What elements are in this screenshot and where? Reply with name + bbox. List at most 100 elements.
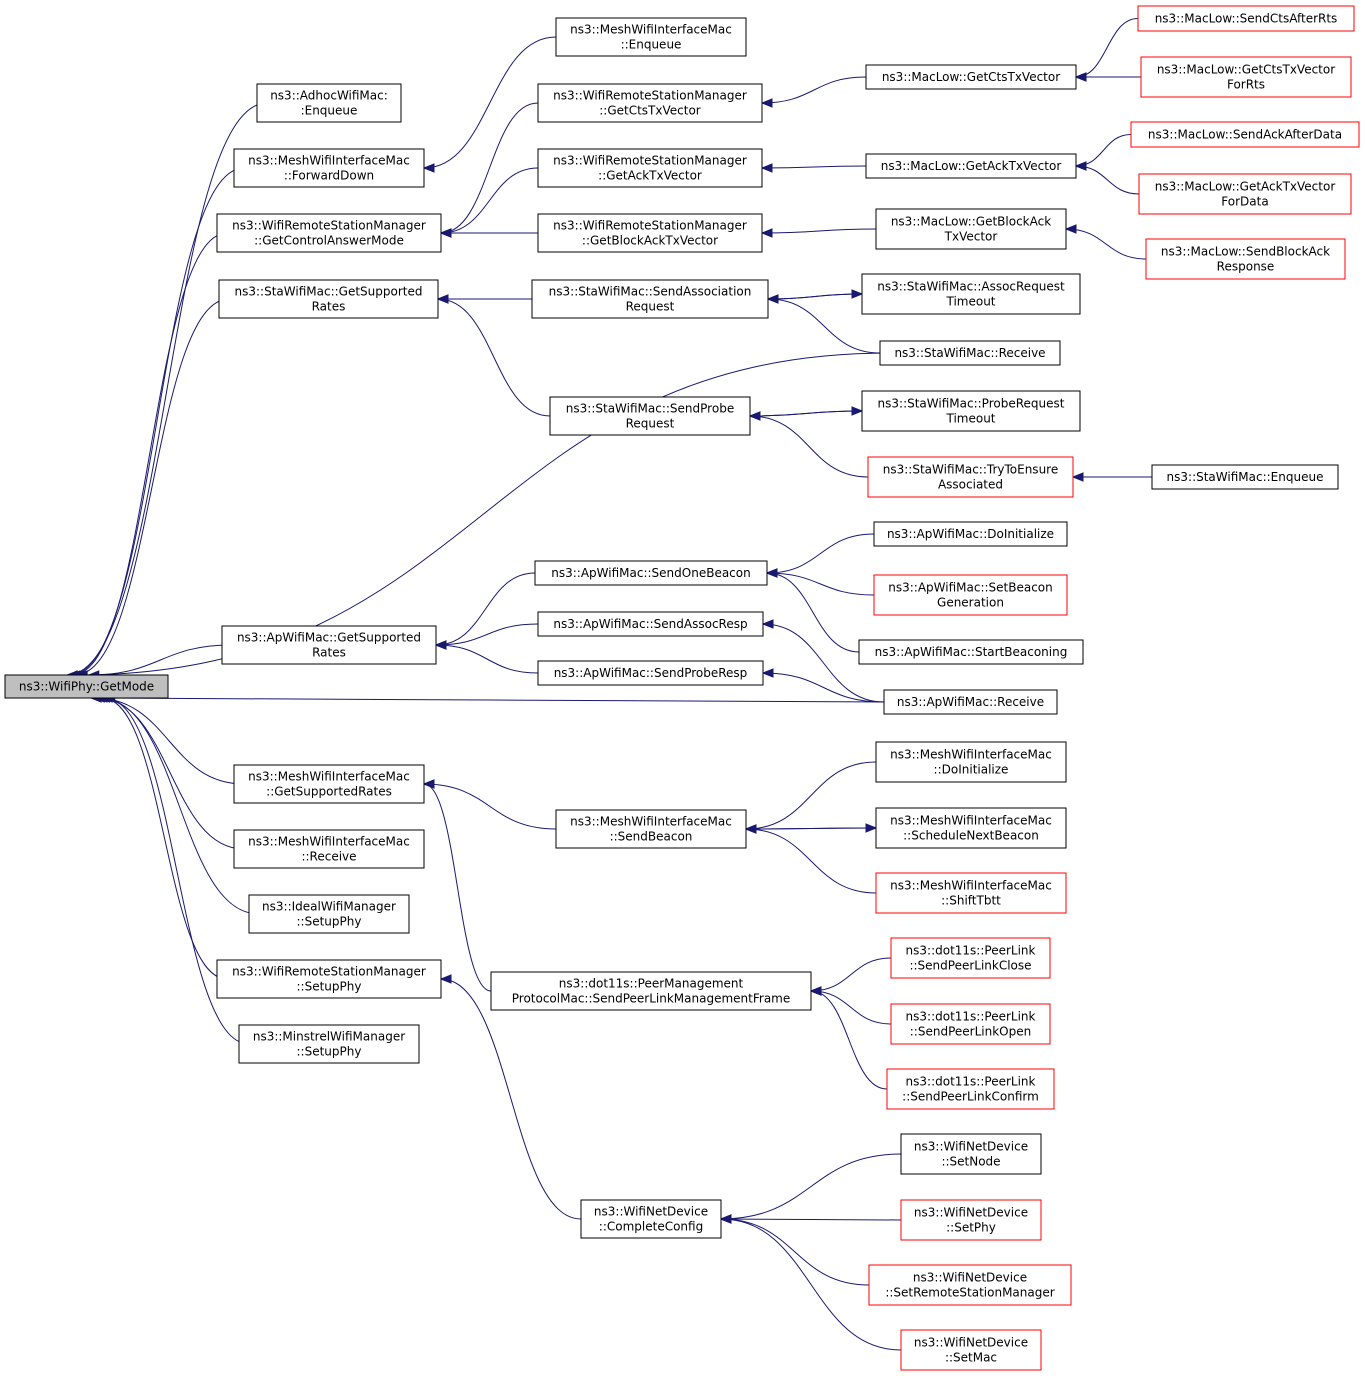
node-box	[537, 148, 763, 188]
node-mesh_sb[interactable]: ns3::MeshWifiInterfaceMac::SendBeacon	[555, 809, 747, 849]
edge-ap_sob-to-ap_gsr	[435, 572, 536, 646]
node-wrsm_gack[interactable]: ns3::WifiRemoteStationManager::GetAckTxV…	[537, 148, 763, 188]
edge-ml_sctsar-to-ml_gcts	[1075, 18, 1139, 78]
node-label-line: ::SetupPhy	[297, 915, 362, 929]
node-ap_recv[interactable]: ns3::ApWifiMac::Receive	[883, 689, 1058, 715]
node-box	[1145, 238, 1346, 280]
node-getmode[interactable]: ns3::WifiPhy::GetMode	[4, 674, 169, 699]
edge-ap_recv-to-ap_sar	[762, 623, 885, 703]
node-wrsm_gcam[interactable]: ns3::WifiRemoteStationManager::GetContro…	[216, 213, 442, 253]
node-box	[861, 273, 1081, 315]
node-ml_gack[interactable]: ns3::MacLow::GetAckTxVector	[865, 153, 1077, 179]
node-label-line: ::GetCtsTxVector	[599, 104, 701, 118]
node-label-line: ns3::StaWifiMac::Enqueue	[1167, 470, 1324, 484]
node-wnd_cc[interactable]: ns3::WifiNetDevice::CompleteConfig	[580, 1199, 722, 1239]
node-box	[1138, 173, 1352, 215]
node-label-line: ::GetControlAnswerMode	[254, 234, 404, 248]
node-sta_gsr[interactable]: ns3::StaWifiMac::GetSupportedRates	[218, 279, 439, 319]
node-box	[221, 625, 437, 665]
node-label-line: ns3::MacLow::GetCtsTxVector	[882, 70, 1060, 84]
node-wnd_setrsm[interactable]: ns3::WifiNetDevice::SetRemoteStationMana…	[868, 1264, 1072, 1306]
node-pmp_splmf[interactable]: ns3::dot11s::PeerManagementProtocolMac::…	[490, 971, 812, 1011]
node-mesh_fwd[interactable]: ns3::MeshWifiInterfaceMac::ForwardDown	[233, 148, 425, 188]
node-mesh_stbtt[interactable]: ns3::MeshWifiInterfaceMac::ShiftTbtt	[875, 872, 1067, 914]
node-label-line: ns3::MeshWifiInterfaceMac	[570, 23, 732, 37]
node-pl_close[interactable]: ns3::dot11s::PeerLink::SendPeerLinkClose	[890, 937, 1051, 979]
node-ap_startb[interactable]: ns3::ApWifiMac::StartBeaconing	[858, 639, 1084, 665]
node-label-line: ns3::MeshWifiInterfaceMac	[890, 879, 1052, 893]
node-label-line: ::SetupPhy	[297, 1045, 362, 1059]
edge-ap_recv-to-getmode	[91, 697, 895, 703]
node-label-line: ns3::MacLow::SendAckAfterData	[1148, 128, 1342, 142]
node-box	[875, 807, 1067, 849]
node-label-line: ns3::ApWifiMac::SendProbeResp	[554, 666, 748, 680]
node-mesh_enq[interactable]: ns3::MeshWifiInterfaceMac::Enqueue	[555, 17, 747, 57]
node-ap_gsr[interactable]: ns3::ApWifiMac::GetSupportedRates	[221, 625, 437, 665]
node-wrsm_gcts[interactable]: ns3::WifiRemoteStationManager::GetCtsTxV…	[537, 83, 763, 123]
arrowhead-sta_enq-to-sta_ttea	[1071, 472, 1084, 482]
node-sta_recv[interactable]: ns3::StaWifiMac::Receive	[879, 340, 1061, 366]
node-box	[868, 1264, 1072, 1306]
arrowhead-sta_sar-to-sta_art	[851, 289, 864, 299]
node-sta_enq[interactable]: ns3::StaWifiMac::Enqueue	[1151, 464, 1339, 490]
node-label-line: Associated	[938, 478, 1003, 492]
node-wrsm_setup[interactable]: ns3::WifiRemoteStationManager::SetupPhy	[216, 959, 442, 999]
node-ml_sctsar[interactable]: ns3::MacLow::SendCtsAfterRts	[1137, 5, 1355, 32]
node-mesh_gsr[interactable]: ns3::MeshWifiInterfaceMac::GetSupportedR…	[233, 764, 425, 804]
node-adhoc_enq[interactable]: ns3::AdhocWifiMac::Enqueue	[256, 83, 402, 123]
node-pl_confirm[interactable]: ns3::dot11s::PeerLink::SendPeerLinkConfi…	[886, 1068, 1055, 1110]
node-ml_gback[interactable]: ns3::MacLow::GetBlockAckTxVector	[875, 208, 1067, 250]
node-box	[858, 639, 1084, 665]
node-label-line: ns3::MeshWifiInterfaceMac	[248, 835, 410, 849]
node-label-line: ns3::dot11s::PeerLink	[906, 1075, 1036, 1089]
node-ml_gcts[interactable]: ns3::MacLow::GetCtsTxVector	[865, 64, 1077, 90]
node-minstrel_setup[interactable]: ns3::MinstrelWifiManager::SetupPhy	[238, 1024, 420, 1064]
edge-sta_ttea-to-sta_spr	[749, 415, 869, 478]
node-ml_saad[interactable]: ns3::MacLow::SendAckAfterData	[1130, 121, 1360, 148]
node-ap_spr[interactable]: ns3::ApWifiMac::SendProbeResp	[537, 660, 764, 686]
arrowhead-ml_gctsfr-to-ml_gcts	[1074, 72, 1087, 82]
edge-sta_recv-to-sta_sar	[767, 298, 881, 354]
edge-ml_gback-to-wrsm_gback	[761, 228, 877, 234]
edge-wrsm_gcts-to-wrsm_gcam	[440, 102, 539, 234]
node-mesh_snb[interactable]: ns3::MeshWifiInterfaceMac::ScheduleNextB…	[875, 807, 1067, 849]
edge-sta_spr-to-sta_prt	[749, 410, 863, 417]
arrowhead-ap_startb-to-ap_sob	[765, 568, 778, 578]
edge-mesh_recv-to-getmode	[96, 697, 245, 850]
node-ideal_setup[interactable]: ns3::IdealWifiManager::SetupPhy	[248, 894, 410, 934]
node-pl_open[interactable]: ns3::dot11s::PeerLink::SendPeerLinkOpen	[890, 1003, 1051, 1045]
node-label-line: ::DoInitialize	[934, 763, 1009, 777]
node-label-line: ns3::MacLow::GetBlockAck	[891, 215, 1051, 229]
node-label-line: ns3::MacLow::SendBlockAck	[1161, 245, 1330, 259]
node-box	[865, 153, 1077, 179]
node-box	[537, 660, 764, 686]
node-label-line: ::GetAckTxVector	[598, 169, 702, 183]
node-ap_sob[interactable]: ns3::ApWifiMac::SendOneBeacon	[534, 560, 768, 586]
arrowhead-mesh_stbtt-to-mesh_sb	[744, 824, 757, 834]
node-wrsm_gback[interactable]: ns3::WifiRemoteStationManager::GetBlockA…	[537, 213, 763, 253]
node-label-line: ns3::dot11s::PeerLink	[906, 1010, 1036, 1024]
node-ap_sar[interactable]: ns3::ApWifiMac::SendAssocResp	[537, 611, 764, 637]
node-box	[531, 279, 769, 319]
node-mesh_recv[interactable]: ns3::MeshWifiInterfaceMac::Receive	[233, 829, 425, 869]
node-label-line: ns3::MeshWifiInterfaceMac	[248, 770, 410, 784]
node-mesh_doinit[interactable]: ns3::MeshWifiInterfaceMac::DoInitialize	[875, 741, 1067, 783]
node-ap_doinit[interactable]: ns3::ApWifiMac::DoInitialize	[873, 521, 1068, 547]
node-box	[900, 1329, 1042, 1371]
node-box	[867, 456, 1074, 498]
node-wnd_setmac[interactable]: ns3::WifiNetDevice::SetMac	[900, 1329, 1042, 1371]
node-wnd_setnode[interactable]: ns3::WifiNetDevice::SetNode	[900, 1133, 1042, 1175]
node-wnd_setphy[interactable]: ns3::WifiNetDevice::SetPhy	[900, 1199, 1042, 1241]
node-label-line: ::Receive	[301, 850, 356, 864]
node-label-line: ns3::WifiNetDevice	[914, 1336, 1028, 1350]
node-label-line: ns3::WifiNetDevice	[914, 1206, 1028, 1220]
